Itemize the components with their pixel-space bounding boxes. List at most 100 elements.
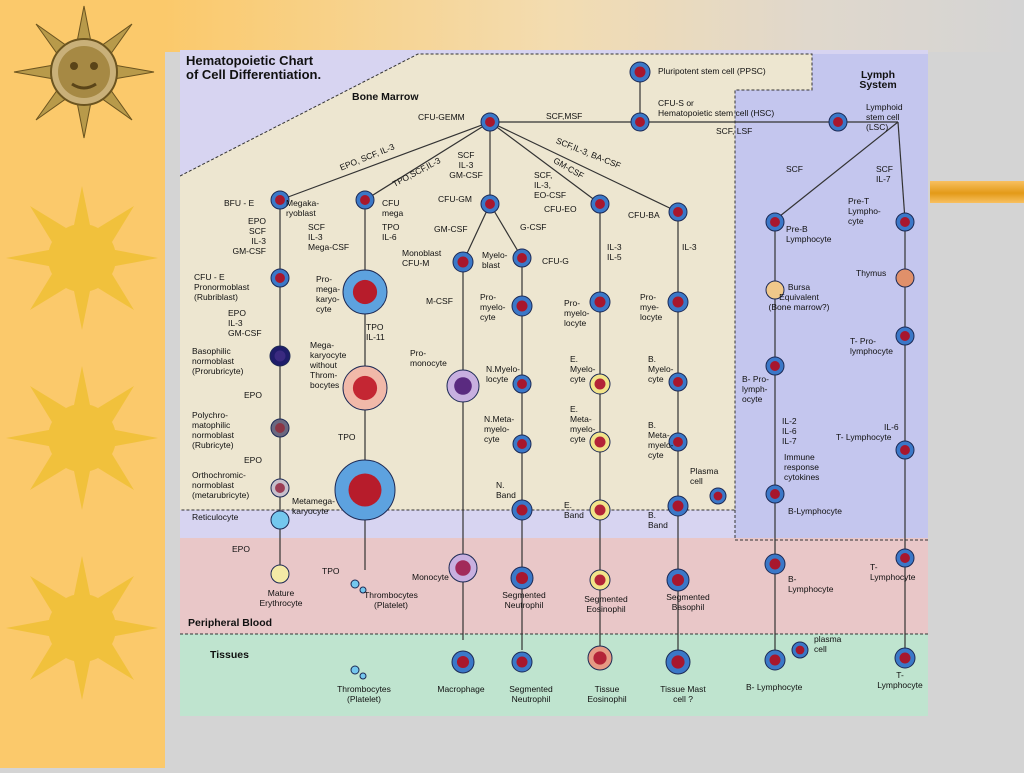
cfu-gm-cell bbox=[480, 194, 500, 214]
label-cfu-eo: CFU-EO bbox=[544, 204, 577, 214]
label-b-prolymphocyte: B- Pro- lymph- ocyte bbox=[742, 374, 769, 404]
top-gradient-band bbox=[165, 0, 1024, 52]
megakaryoblast-cell bbox=[355, 190, 375, 210]
promonocyte-cell bbox=[446, 369, 480, 403]
label-epo-c: EPO bbox=[232, 544, 250, 554]
platelet-cell bbox=[359, 672, 367, 680]
label-il6: IL-6 bbox=[884, 422, 899, 432]
label-scf-il3-gmcsf: SCF IL-3 GM-CSF bbox=[449, 150, 483, 180]
label-b-band: B. Band bbox=[648, 510, 668, 530]
label-thrombocytes-tissue: Thrombocytes (Platelet) bbox=[337, 684, 391, 704]
label-pre-t: Pre-T Lympho- cyte bbox=[848, 196, 881, 226]
megakaryocyte-cell bbox=[342, 365, 388, 411]
label-tpo-a: TPO bbox=[338, 432, 356, 442]
section-peripheral-blood: Peripheral Blood bbox=[188, 617, 273, 629]
label-pre-b: Pre-B Lymphocyte bbox=[786, 224, 832, 244]
myeloblast-cell bbox=[512, 248, 532, 268]
label-bfu-e: BFU - E bbox=[224, 198, 255, 208]
n-promyelocyte-cell bbox=[511, 295, 533, 317]
label-orthochromic: Orthochromic- normoblast (metarubricyte) bbox=[192, 470, 250, 500]
lymph-system-region bbox=[735, 54, 928, 540]
lymphoid-stem-cell bbox=[828, 112, 848, 132]
label-cfu-gemm: CFU-GEMM bbox=[418, 112, 465, 122]
label-gmcsf: GM-CSF bbox=[434, 224, 468, 234]
label-seg-basophil: Segmented Basophil bbox=[666, 592, 710, 612]
label-epo-il3: EPO IL-3 GM-CSF bbox=[228, 308, 262, 338]
sun-icon bbox=[6, 186, 158, 330]
t-lymphocyte-cell bbox=[895, 440, 915, 460]
tissue-neutrophil-cell bbox=[511, 651, 533, 673]
label-tissue-eosinophil: Tissue Eosinophil bbox=[587, 684, 627, 704]
label-il3: IL-3 bbox=[682, 242, 697, 252]
label-bursa: Bursa Equivalent (Bone marrow?) bbox=[768, 282, 830, 312]
label-t-lymphocyte-pb: T- Lymphocyte bbox=[870, 562, 916, 582]
pronormoblast-cell bbox=[270, 268, 290, 288]
label-b-myelocyte: B. Myelo- cyte bbox=[648, 354, 674, 384]
label-scf-lsf: SCF, LSF bbox=[716, 126, 753, 136]
b-lymphocyte-tissue-cell bbox=[764, 649, 786, 671]
connector-line bbox=[364, 121, 491, 201]
b-myelocyte-cell bbox=[668, 372, 688, 392]
label-thrombocytes-pb: Thrombocytes (Platelet) bbox=[364, 590, 418, 610]
b-metamyelocyte-cell bbox=[668, 432, 688, 452]
label-tpo-il11: TPO IL-11 bbox=[366, 322, 385, 342]
label-tpo-il6: TPO IL-6 bbox=[382, 222, 400, 242]
label-e-band: E. Band bbox=[564, 500, 584, 520]
sun-icon bbox=[6, 366, 158, 510]
label-il3-il5: IL-3 IL-5 bbox=[607, 242, 622, 262]
n-band-cell bbox=[511, 499, 533, 521]
tissue-mast-cell bbox=[665, 649, 691, 675]
label-cfu-e: CFU - E Pronormoblast (Rubriblast) bbox=[194, 272, 250, 302]
label-b-lymphocyte-pb: B- Lymphocyte bbox=[788, 574, 834, 594]
label-basophilic-normoblast: Basophilic normoblast (Prorubricyte) bbox=[192, 346, 244, 376]
cfu-ba-cell bbox=[668, 202, 688, 222]
connector-line bbox=[489, 203, 523, 259]
chart-diagram bbox=[180, 53, 928, 716]
label-monoblast: Monoblast CFU-M bbox=[402, 248, 442, 268]
metamegakaryocyte-cell bbox=[334, 459, 396, 521]
sun-icon bbox=[6, 556, 158, 700]
e-promyelocyte-cell bbox=[589, 291, 611, 313]
label-e-metamyelocyte: E. Meta- myelo- cyte bbox=[570, 404, 596, 444]
label-t-lymphocyte-tissue: T- Lymphocyte bbox=[877, 670, 923, 690]
basophilic-normoblast-cell bbox=[269, 345, 291, 367]
label-plasma-cell-a: Plasma cell bbox=[690, 466, 719, 486]
label-scf-il3-mega: SCF IL-3 Mega-CSF bbox=[308, 222, 350, 252]
label-cfu-mega: CFU mega bbox=[382, 198, 404, 218]
label-gcsf: G-CSF bbox=[520, 222, 547, 232]
label-mcsf: M-CSF bbox=[426, 296, 453, 306]
label-promyelocyte-b: Pro- mye- locyte bbox=[640, 292, 663, 322]
macrophage-cell bbox=[451, 650, 475, 674]
label-t-lymphocyte-a: T- Lymphocyte bbox=[836, 432, 892, 442]
label-seg-neutrophil: Segmented Neutrophil bbox=[502, 590, 546, 610]
eosinophil-cell bbox=[589, 499, 611, 521]
label-thymus: Thymus bbox=[856, 268, 887, 278]
label-cfu-gm: CFU-GM bbox=[438, 194, 472, 204]
eosinophil-cell bbox=[589, 373, 611, 395]
lymph-border bbox=[734, 510, 928, 541]
eosinophil-cell bbox=[589, 569, 611, 591]
metal-sun-icon bbox=[13, 5, 155, 139]
label-e-myelocyte: E. Myelo- cyte bbox=[570, 354, 596, 384]
label-seg-neutrophil-tissue: Segmented Neutrophil bbox=[509, 684, 553, 704]
b-promyelocyte-cell bbox=[667, 291, 689, 313]
bone-marrow-region bbox=[180, 54, 812, 510]
label-cfu-ba: CFU-BA bbox=[628, 210, 660, 220]
label-epo-b: EPO bbox=[244, 455, 262, 465]
eosinophil-cell bbox=[589, 431, 611, 453]
label-polychromatophilic: Polychro- matophilic normoblast (Rubricy… bbox=[192, 410, 235, 450]
pre-b-cell bbox=[765, 212, 785, 232]
label-promegakaryocyte: Pro- mega- karyo- cyte bbox=[316, 274, 341, 314]
sun-decorations bbox=[6, 5, 158, 700]
connector-line bbox=[489, 121, 601, 205]
label-plasma-cell-b: plasma cell bbox=[814, 634, 842, 654]
label-myeloblast: Myelo- blast bbox=[482, 250, 508, 270]
label-scf-il3-eo: SCF, IL-3, EO-CSF bbox=[534, 170, 567, 200]
plasma-cell-b bbox=[791, 641, 809, 659]
peripheral-blood-region bbox=[180, 538, 928, 634]
plasma-cell-a bbox=[709, 487, 727, 505]
label-b-lymphocyte-tissue: B- Lymphocyte bbox=[746, 682, 803, 692]
n-myelocyte-cell bbox=[512, 374, 532, 394]
label-t-prolymphocyte: T- Pro- lymphocyte bbox=[850, 336, 893, 356]
t-prolymphocyte-cell bbox=[895, 326, 915, 346]
